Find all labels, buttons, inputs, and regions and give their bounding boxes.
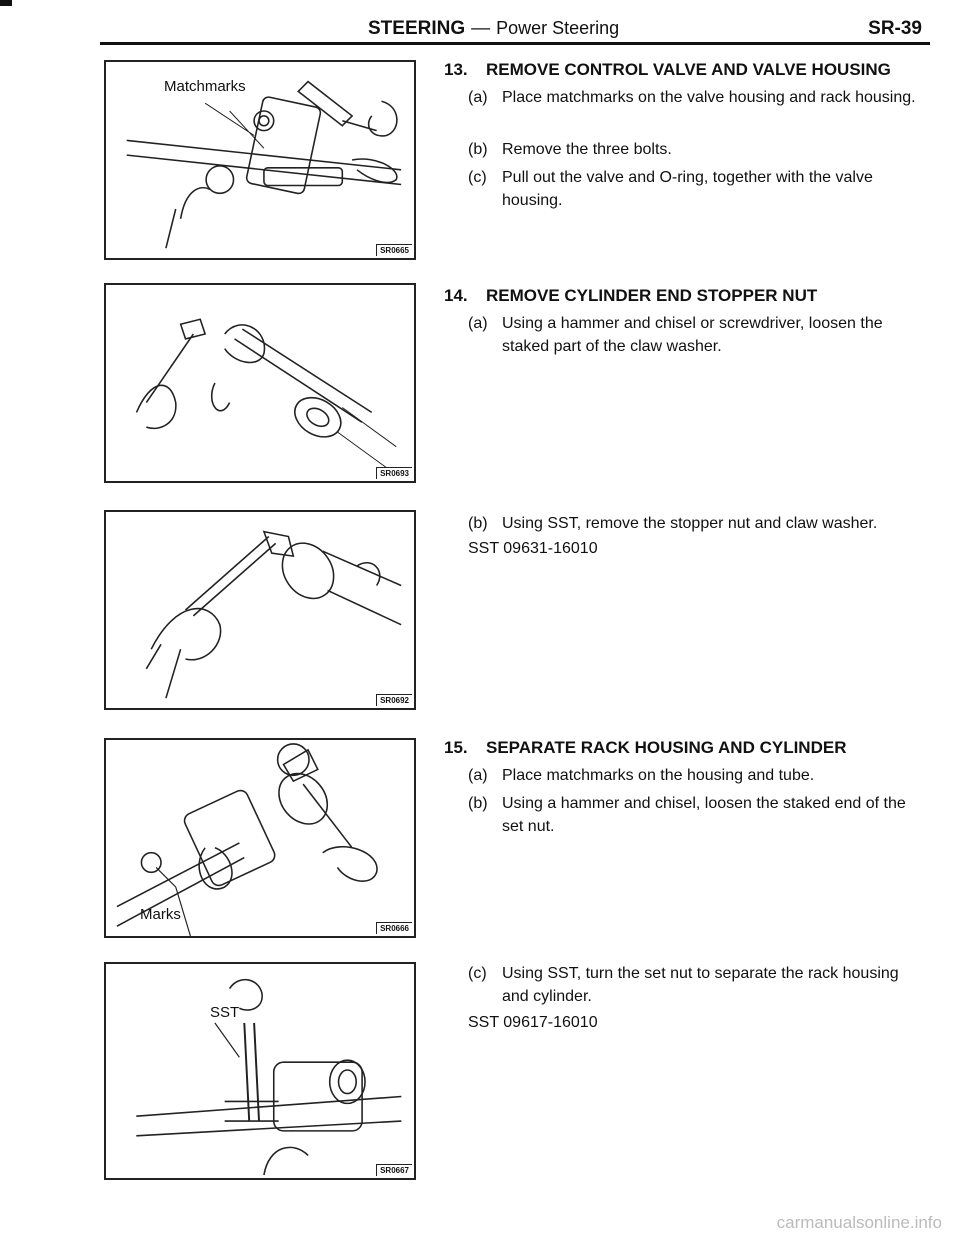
step-13-title: 13. REMOVE CONTROL VALVE AND VALVE HOUSIN…: [444, 60, 891, 80]
step-14-item-a: (a) Using a hammer and chisel or screwdr…: [468, 312, 916, 358]
item-letter: (b): [468, 141, 488, 158]
step-13-item-a: (a) Place matchmarks on the valve housin…: [468, 86, 916, 109]
header-separator: —: [471, 18, 491, 39]
item-letter: (c): [468, 169, 487, 186]
step-heading: REMOVE CYLINDER END STOPPER NUT: [486, 286, 818, 305]
item-text: Using a hammer and chisel or screwdriver…: [502, 315, 883, 355]
page-number: SR-39: [868, 18, 922, 39]
step-number: 13.: [444, 60, 468, 79]
figure-claw-washer: SR0693: [104, 283, 416, 483]
figure-stopper-nut: SR0692: [104, 510, 416, 710]
sst-label: SST: [210, 1004, 240, 1021]
step-number: 14.: [444, 286, 468, 305]
figure-code: SR0665: [376, 244, 412, 256]
figure-code: SR0693: [376, 467, 412, 479]
item-letter: (a): [468, 89, 488, 106]
figure-code: SR0692: [376, 694, 412, 706]
step-15-title: 15. SEPARATE RACK HOUSING AND CYLINDER: [444, 738, 846, 758]
matchmarks-label: Matchmarks: [164, 78, 246, 95]
item-text: Using a hammer and chisel, loosen the st…: [502, 795, 906, 835]
marks-label: Marks: [140, 906, 181, 923]
figure-set-nut: SST SR0667: [104, 962, 416, 1180]
rack-housing-marks-illustration: [116, 743, 378, 936]
hammer-chisel-illustration: [135, 318, 397, 472]
section-title: STEERING: [368, 18, 466, 39]
item-text: Using SST, turn the set nut to separate …: [502, 965, 899, 1005]
step-heading: REMOVE CONTROL VALVE AND VALVE HOUSING: [486, 60, 891, 79]
item-text: Place matchmarks on the valve housing an…: [502, 89, 916, 106]
figure-rack-housing: Marks SR0666: [104, 738, 416, 938]
sst-number-14: SST 09631-16010: [468, 540, 598, 557]
figure-valve-housing: Matchmarks SR0665: [104, 60, 416, 260]
valve-housing-illustration: [126, 80, 402, 249]
step-13-item-c: (c) Pull out the valve and O-ring, toget…: [468, 166, 916, 212]
item-text: Place matchmarks on the housing and tube…: [502, 767, 815, 784]
item-letter: (b): [468, 795, 488, 812]
figure-code: SR0666: [376, 922, 412, 934]
watermark: carmanualsonline.info: [776, 1213, 942, 1232]
item-letter: (a): [468, 315, 488, 332]
sst-stopper-nut-illustration: [145, 530, 402, 699]
step-13-item-b: (b) Remove the three bolts.: [468, 138, 916, 161]
sst-set-nut-illustration: [136, 978, 402, 1176]
subsection-title: Power Steering: [496, 18, 620, 38]
item-letter: (a): [468, 767, 488, 784]
item-text: Pull out the valve and O-ring, together …: [502, 169, 873, 209]
step-14-title: 14. REMOVE CYLINDER END STOPPER NUT: [444, 286, 817, 306]
step-number: 15.: [444, 738, 468, 757]
step-14-item-b: (b) Using SST, remove the stopper nut an…: [468, 512, 916, 535]
item-text: Using SST, remove the stopper nut and cl…: [502, 515, 878, 532]
step-15-item-a: (a) Place matchmarks on the housing and …: [468, 764, 916, 787]
step-15-item-c: (c) Using SST, turn the set nut to separ…: [468, 962, 916, 1008]
figure-code: SR0667: [376, 1164, 412, 1176]
sst-number-15: SST 09617-16010: [468, 1014, 598, 1031]
step-heading: SEPARATE RACK HOUSING AND CYLINDER: [486, 738, 847, 757]
page-header: STEERING — Power Steering SR-39: [100, 18, 930, 44]
step-15-item-b: (b) Using a hammer and chisel, loosen th…: [468, 792, 916, 838]
item-letter: (c): [468, 965, 487, 982]
corner-mark: [0, 0, 12, 6]
item-text: Remove the three bolts.: [502, 141, 672, 158]
item-letter: (b): [468, 515, 488, 532]
header-rule: [100, 42, 930, 45]
